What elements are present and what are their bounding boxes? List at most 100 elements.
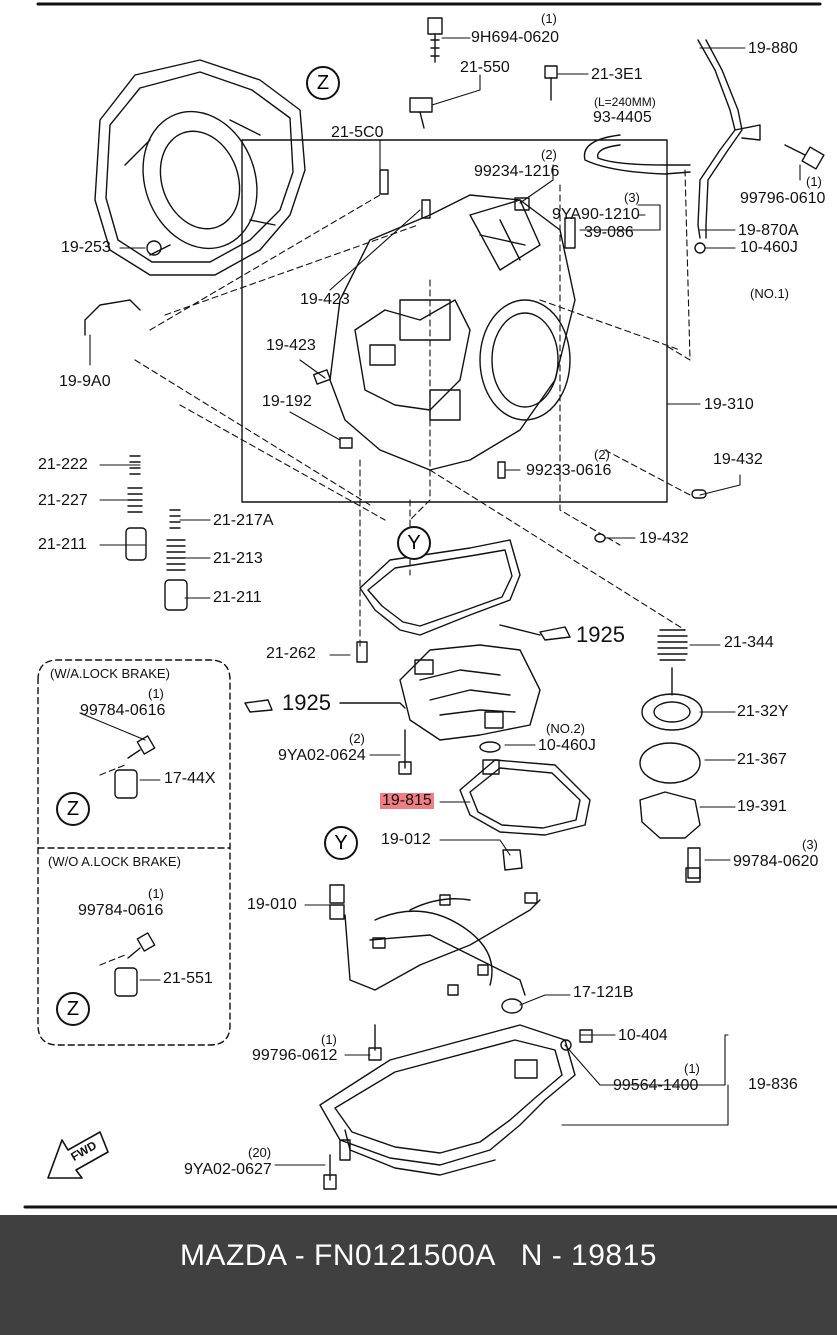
ref-pointer-icon <box>539 626 571 641</box>
qty-label: (3) <box>624 190 640 205</box>
qty-label: (1) <box>806 174 822 189</box>
qty-label: (20) <box>248 1145 272 1160</box>
part-label: 19-880 <box>748 40 798 57</box>
part-label: 21-217A <box>213 512 274 529</box>
note-label: (NO.1) <box>750 286 789 301</box>
wiring-harness <box>329 884 541 996</box>
part-label: 21-213 <box>213 550 263 567</box>
bolt-21-3e1 <box>544 65 558 101</box>
part-label: 21-222 <box>38 456 88 473</box>
part-label: 17-44X <box>164 770 216 787</box>
bolt-99796-0610 <box>784 144 825 170</box>
part-label: 21-344 <box>724 634 774 651</box>
part-label: 19-9A0 <box>59 373 111 390</box>
qty-label: (2) <box>594 447 610 462</box>
part-label: 19-310 <box>704 396 754 413</box>
qty-label: (1) <box>148 886 164 901</box>
part-label: 21-5C0 <box>331 124 384 141</box>
part-label: 21-262 <box>266 645 316 662</box>
part-label: 9H694-0620 <box>471 29 560 46</box>
separator-plate <box>359 539 521 636</box>
part-label: 19-836 <box>748 1076 798 1093</box>
part-label: 21-211 <box>38 536 87 553</box>
qty-label: (1) <box>684 1061 700 1076</box>
note-label: (NO.2) <box>546 721 585 736</box>
part-label: 9YA02-0627 <box>184 1161 272 1178</box>
part-label: 99234-1216 <box>474 163 560 180</box>
part-label: 39-086 <box>584 224 634 241</box>
part-label: 93-4405 <box>593 109 652 126</box>
part-label: 19-192 <box>262 393 312 410</box>
part-label: 99796-0610 <box>740 190 826 207</box>
part-label: 10-460J <box>740 239 798 256</box>
part-label: 10-460J <box>538 737 596 754</box>
hose-93-4405 <box>583 134 691 175</box>
part-label: 21-3E1 <box>591 66 643 83</box>
transmission-housing <box>94 59 306 276</box>
bolt-99796-0612 <box>368 1024 382 1061</box>
ref-label: 1925 <box>282 690 331 715</box>
piston-21-32y <box>641 667 703 731</box>
part-label: 19-432 <box>639 530 689 547</box>
part-label: 19-010 <box>247 896 297 913</box>
qty-label: (3) <box>802 837 818 852</box>
note-label: (L=240MM) <box>594 95 656 109</box>
parts-diagram: Z Y Y Z Z (1) 9H694-0620 21-550 21-3E1 1… <box>23 2 837 1209</box>
bolt-9h694 <box>427 17 443 63</box>
part-label: 19-423 <box>300 291 350 308</box>
part-label: 99233-0616 <box>526 462 612 479</box>
main-valve-body <box>329 194 576 471</box>
part-label: 9YA02-0624 <box>278 747 366 764</box>
section-label: (W/A.LOCK BRAKE) <box>50 666 170 681</box>
spring-21-344 <box>657 629 688 661</box>
valve-stack-left <box>125 455 188 611</box>
oring-21-367 <box>639 742 701 784</box>
oil-strainer <box>459 759 591 836</box>
ref-pointer-icon <box>244 699 273 713</box>
qty-label: (1) <box>321 1032 337 1047</box>
sensor-17-44x <box>114 735 156 799</box>
part-label: 99796-0612 <box>252 1047 338 1064</box>
section-label: (W/O A.LOCK BRAKE) <box>48 854 181 869</box>
part-label: 9YA90-1210 <box>552 206 640 223</box>
part-number-title: MAZDA - FN0121500A N - 19815 <box>180 1239 657 1272</box>
fwd-arrow-icon <box>47 1131 109 1179</box>
part-label: 21-551 <box>163 970 213 987</box>
part-label: 17-121B <box>573 984 634 1001</box>
part-label: 19-870A <box>738 222 799 239</box>
qty-label: (1) <box>148 686 164 701</box>
part-label: 21-367 <box>737 751 787 768</box>
lock-brake-box <box>37 659 231 1046</box>
part-label: 21-32Y <box>737 703 789 720</box>
callout-circle-y: Y <box>324 826 358 860</box>
qty-label: (2) <box>541 147 557 162</box>
dipstick-19-880 <box>697 39 761 239</box>
sensor-21-550 <box>409 97 433 129</box>
oil-pan <box>319 1024 576 1176</box>
part-label: 19-391 <box>737 798 787 815</box>
part-label: 21-211 <box>213 589 262 606</box>
highlighted-part-label: 19-815 <box>380 792 434 809</box>
qty-label: (2) <box>349 731 365 746</box>
qty-label: (1) <box>541 11 557 26</box>
part-label: 99784-0616 <box>78 902 164 919</box>
part-label: 21-550 <box>460 59 510 76</box>
sensor-21-551 <box>114 932 156 997</box>
callout-circle-y: Y <box>397 526 431 560</box>
part-label: 99564-1400 <box>613 1077 699 1094</box>
cover-19-391 <box>639 791 701 883</box>
part-label: 19-423 <box>266 337 316 354</box>
part-label: 10-404 <box>618 1027 668 1044</box>
part-label: 21-227 <box>38 492 88 509</box>
part-label: 19-253 <box>61 239 111 256</box>
footer-bar: MAZDA - FN0121500A N - 19815 <box>0 1215 837 1335</box>
callout-circle-z: Z <box>56 792 90 826</box>
callout-circle-z: Z <box>56 992 90 1026</box>
bolt-9ya02-0627 <box>323 1154 337 1190</box>
ref-label: 1925 <box>576 622 625 647</box>
part-label: 19-012 <box>381 831 431 848</box>
lower-valve-body <box>399 644 541 741</box>
exploded-view-drawing <box>23 2 837 1209</box>
part-label: 99784-0620 <box>733 853 819 870</box>
part-label: 19-432 <box>713 451 763 468</box>
